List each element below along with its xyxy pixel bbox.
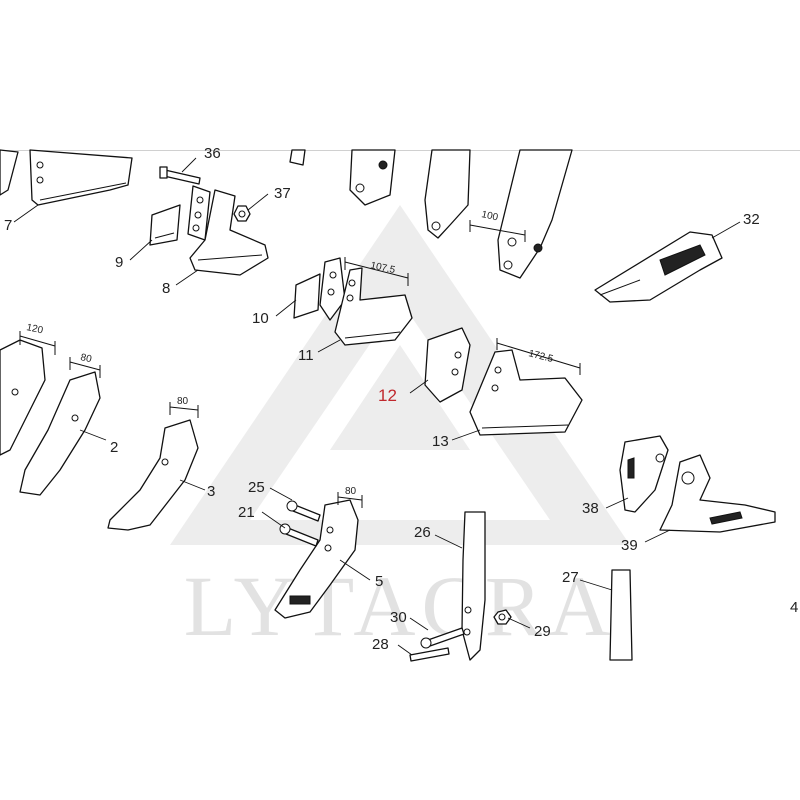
part-38 bbox=[619, 435, 669, 513]
callout-5: 5 bbox=[375, 573, 383, 590]
part-tine-120 bbox=[0, 339, 46, 456]
callout-21: 21 bbox=[238, 504, 255, 521]
callout-9: 9 bbox=[115, 254, 123, 271]
callout-27: 27 bbox=[562, 569, 579, 586]
part-7 bbox=[0, 149, 133, 206]
watermark-text: LYTACRA bbox=[184, 558, 617, 654]
part-39 bbox=[659, 454, 776, 533]
part-37-nut bbox=[233, 205, 251, 222]
callout-3: 3 bbox=[207, 483, 215, 500]
callout-4: 4 bbox=[790, 599, 798, 616]
part-5 bbox=[274, 499, 359, 619]
part-29-nut bbox=[493, 609, 512, 625]
dimension-labels: 100 107.5 172.5 120 80 80 80 bbox=[25, 209, 554, 497]
part-3 bbox=[107, 419, 199, 531]
callout-25: 25 bbox=[248, 479, 265, 496]
dimension-172-5: 172.5 bbox=[527, 348, 554, 365]
callout-30: 30 bbox=[390, 609, 407, 626]
dimension-80-part3: 80 bbox=[177, 396, 189, 407]
part-13 bbox=[469, 349, 583, 436]
callout-39: 39 bbox=[621, 537, 638, 554]
part-10 bbox=[293, 273, 321, 319]
dimension-107-5: 107.5 bbox=[369, 260, 396, 276]
callout-labels: 36 37 7 9 8 10 11 12 13 32 2 3 25 21 5 2… bbox=[4, 145, 798, 653]
callout-11: 11 bbox=[298, 347, 314, 364]
part-30-bolt bbox=[420, 627, 465, 649]
part-25-bolt bbox=[286, 500, 321, 522]
part-9 bbox=[149, 204, 181, 246]
part-12 bbox=[424, 327, 471, 403]
dimension-lines bbox=[19, 220, 581, 508]
top-separator-line bbox=[0, 150, 800, 151]
part-36-bolt bbox=[159, 166, 201, 185]
callout-10: 10 bbox=[252, 310, 269, 327]
callout-32: 32 bbox=[743, 211, 760, 228]
callout-26: 26 bbox=[414, 524, 431, 541]
part-28-bolt bbox=[409, 647, 450, 662]
part-8 bbox=[187, 185, 269, 276]
dimension-100: 100 bbox=[480, 209, 499, 223]
callout-29: 29 bbox=[534, 623, 551, 640]
part-32 bbox=[594, 231, 723, 303]
callout-13: 13 bbox=[432, 433, 449, 450]
callout-37: 37 bbox=[274, 185, 291, 202]
watermark: LYTACRA bbox=[170, 205, 630, 654]
callout-12: 12 bbox=[378, 386, 397, 405]
callout-7: 7 bbox=[4, 217, 12, 234]
callout-38: 38 bbox=[582, 500, 599, 517]
callout-8: 8 bbox=[162, 280, 170, 297]
part-26 bbox=[461, 511, 486, 661]
part-11 bbox=[319, 257, 413, 346]
dimension-80-part5: 80 bbox=[345, 486, 357, 497]
part-27 bbox=[609, 569, 633, 661]
part-2 bbox=[19, 371, 101, 496]
dimension-120: 120 bbox=[25, 322, 44, 336]
upper-shank-parts bbox=[289, 149, 573, 279]
dimension-80-part2: 80 bbox=[79, 352, 93, 365]
leader-lines bbox=[13, 157, 741, 656]
callout-36: 36 bbox=[204, 145, 221, 162]
callout-28: 28 bbox=[372, 636, 389, 653]
callout-2: 2 bbox=[110, 439, 118, 456]
